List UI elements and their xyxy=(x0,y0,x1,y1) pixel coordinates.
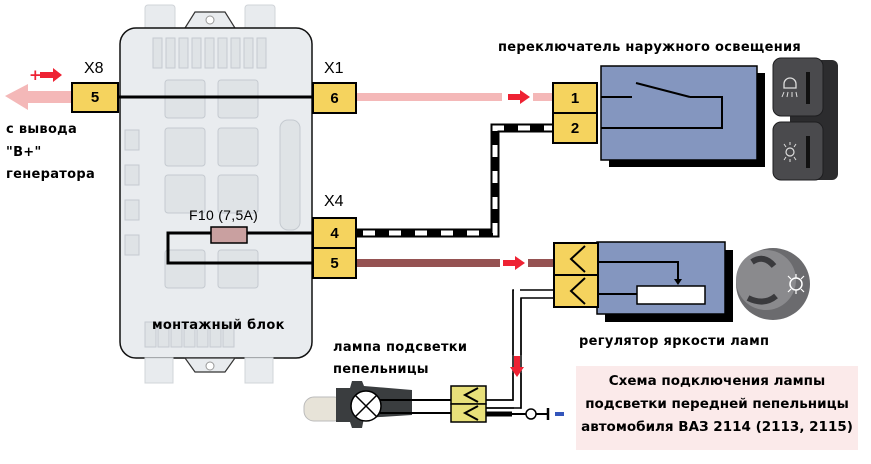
fuse-f10 xyxy=(210,226,248,244)
switch-pin1: 1 xyxy=(552,82,598,114)
switch-pin2: 2 xyxy=(552,112,598,144)
connector-x1-label: X1 xyxy=(324,60,344,77)
caption-line2: подсветки передней пепельницы xyxy=(585,396,849,412)
lamp-label-line2: пепельницы xyxy=(333,362,429,377)
generator-label-line1: с вывода xyxy=(6,122,78,137)
lamp-label-line1: лампа подсветки xyxy=(333,340,468,355)
current-arrow-icon xyxy=(40,68,62,82)
connector-x4-label: X4 xyxy=(324,193,344,210)
plus-sign: + xyxy=(29,66,42,84)
ground-minus-icon xyxy=(555,412,564,416)
light-switch-body xyxy=(600,65,758,161)
connector-x8-label: X8 xyxy=(84,60,104,77)
fuse-label: F10 (7,5A) xyxy=(189,207,259,223)
connector-x4-pin5: 5 xyxy=(312,247,357,279)
connector-x8-pin5: 5 xyxy=(71,82,119,113)
ashtray-lamp xyxy=(303,381,451,428)
connector-x1-pin6: 6 xyxy=(312,82,357,114)
generator-wire-arrow xyxy=(5,84,78,110)
connector-x4-pin4: 4 xyxy=(312,217,357,249)
caption-line3: автомобиля ВАЗ 2114 (2113, 2115) xyxy=(581,419,853,435)
potentiometer xyxy=(636,285,706,305)
lamp-connector xyxy=(450,385,487,423)
generator-label-line3: генератора xyxy=(6,167,96,182)
light-switch-photo xyxy=(772,57,838,181)
caption-line1: Схема подключения лампы xyxy=(608,373,826,389)
dashed-wire xyxy=(352,123,556,238)
direction-arrow-icon xyxy=(508,90,530,104)
generator-label-line2: "B+" xyxy=(6,145,42,160)
dimmer-connector xyxy=(553,242,599,308)
direction-arrow-icon xyxy=(510,356,524,377)
caption-box: Схема подключения лампы подсветки передн… xyxy=(576,366,858,450)
mounting-block-label: монтажный блок xyxy=(152,318,285,333)
mounting-block xyxy=(119,4,313,384)
direction-arrow-icon xyxy=(503,256,525,270)
light-switch-label: переключатель наружного освещения xyxy=(498,40,802,55)
dimmer-label: регулятор яркости ламп xyxy=(579,334,770,349)
dimmer-knob-photo xyxy=(736,248,810,320)
